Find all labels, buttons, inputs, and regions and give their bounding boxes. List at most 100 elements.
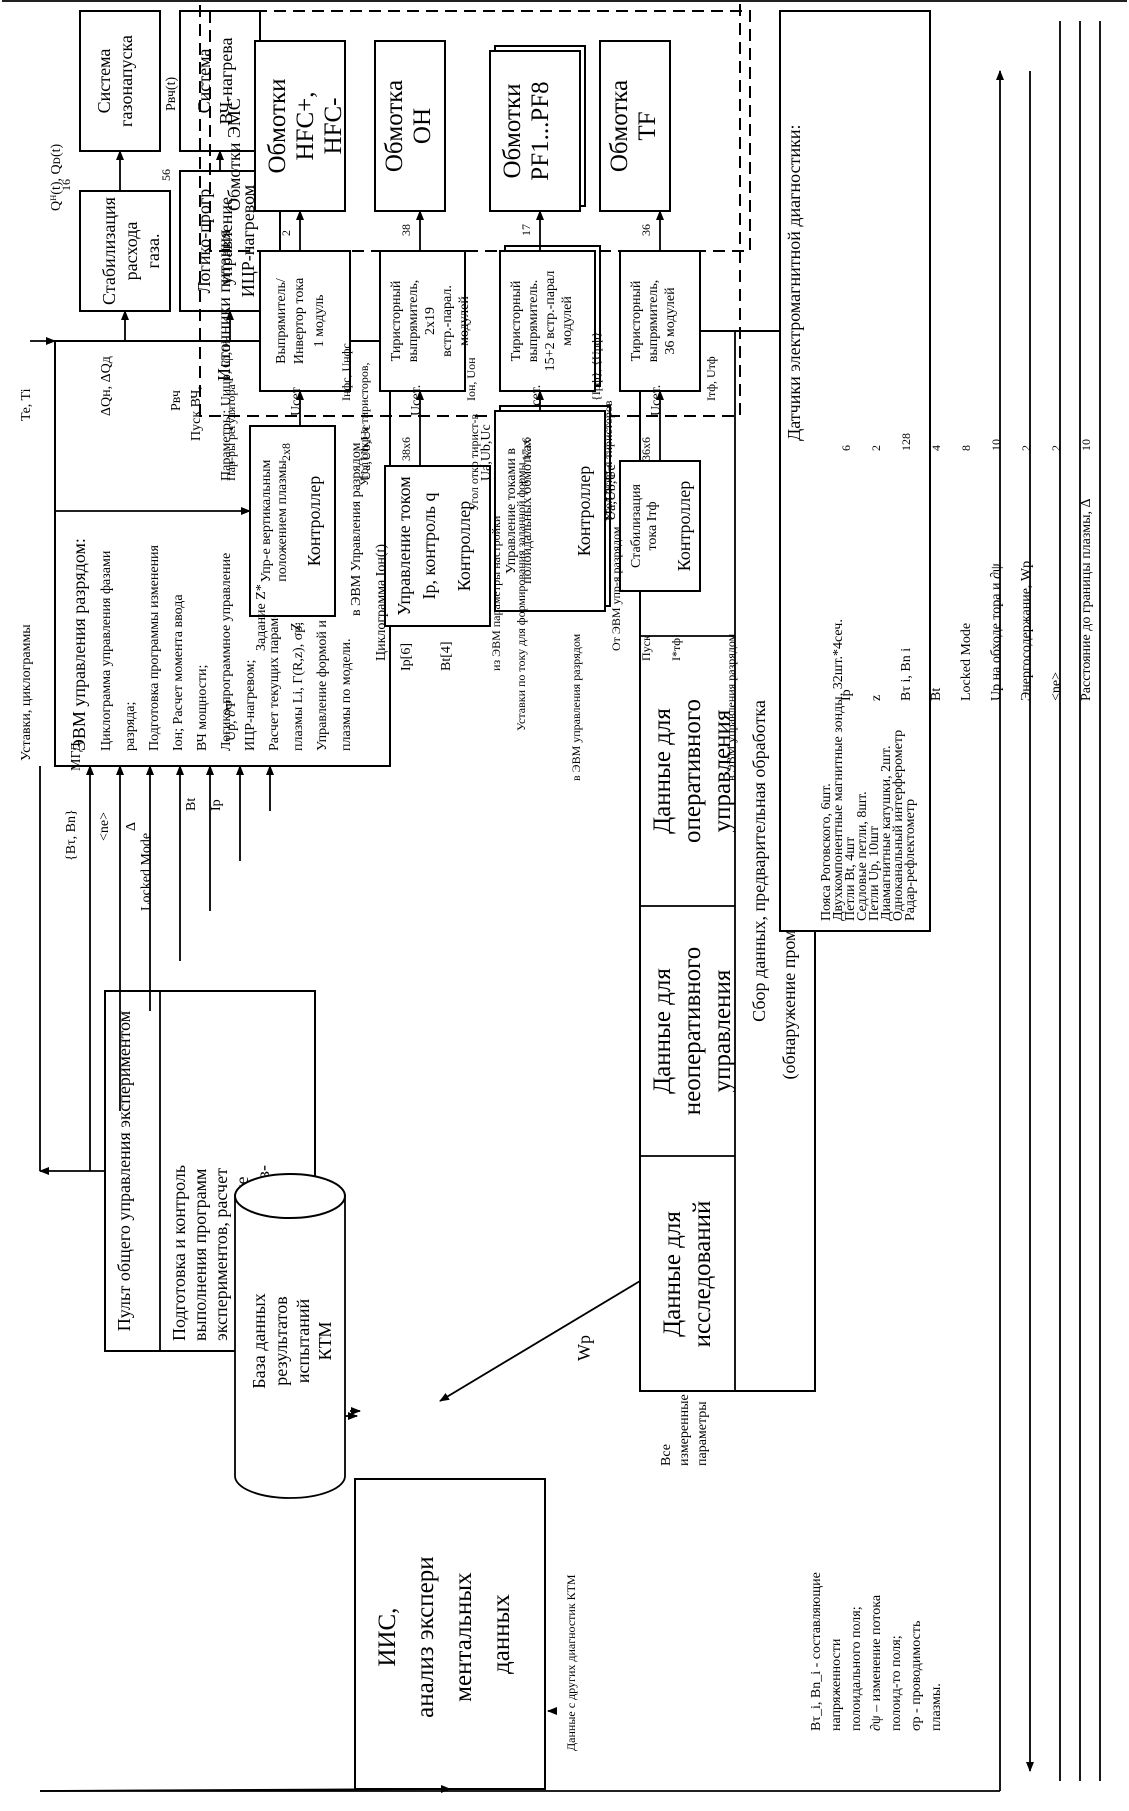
fb-bt: Bt — [184, 798, 199, 811]
bus-56: 56 — [159, 169, 173, 181]
sensor-item: Седловые петли, 8шт. — [855, 791, 870, 921]
svg-text:Iтф, Uтф: Iтф, Uтф — [704, 356, 718, 401]
tf-coil-label: ОбмоткаTF — [606, 80, 661, 172]
fb-locked: Locked Mode — [139, 833, 154, 911]
rect-to-coil-arrows — [296, 210, 664, 251]
pvch-label: Pвч — [169, 390, 184, 411]
sensor-signal-label: <ne> — [1049, 672, 1064, 701]
sensor-item: Радар-рефлектометр — [903, 799, 918, 921]
sensors-block: Датчики электромагнитной диагностики: По… — [779, 10, 931, 932]
power-sources-label: Источники питания — [214, 230, 234, 381]
ctrl-labels: Пар-ры регулятора 2x8 38x6 17x6 36x6 Уго… — [224, 363, 738, 782]
controllers: Упр-е вертикальнымположением плазмы Конт… — [249, 405, 701, 627]
sensor-signal-count: 10 — [1079, 439, 1093, 451]
sensor-signal-count: 6 — [839, 445, 853, 451]
svg-text:Пар-ры регулятора: Пар-ры регулятора — [224, 384, 238, 481]
sensor-signal-label: Bτ i, Bn i — [899, 648, 914, 701]
svg-text:Ua,Ub,Uc: Ua,Ub,Uc — [604, 464, 619, 521]
ctrl-to-rect — [55, 390, 664, 515]
svg-text:38x6: 38x6 — [399, 437, 413, 461]
fb-up: Up, ∂Ψ — [224, 699, 239, 741]
sensor-item: Пояса Роговского, 6шт. — [819, 783, 834, 921]
sensor-signal-label: Locked Mode — [959, 623, 974, 701]
svg-text:Ua,Ub,Uc: Ua,Ub,Uc — [479, 424, 494, 481]
oh-coil-label: ОбмоткаОН — [381, 80, 436, 172]
sensor-signal-count: 10 — [989, 439, 1003, 451]
current-ctrl-label2: Ip, контроль q — [419, 493, 439, 600]
start-vch-label: Пуск ВЧ, — [189, 386, 204, 441]
evm-title: ЭВМ управления разрядом: — [69, 538, 89, 751]
pf-coil-label: ОбмоткиPF1...PF8 — [499, 81, 554, 180]
svg-text:Z: Z — [289, 622, 304, 631]
sensor-item: Петли Up, 10шт — [867, 826, 882, 921]
vert-ctrl-label: Упр-е вертикальнымположением плазмы — [259, 459, 290, 582]
feedback-lines — [86, 765, 274, 1171]
svg-text:из ЭВМ параметры настройки: из ЭВМ параметры настройки — [489, 515, 503, 671]
sensor-signal-label: z — [869, 695, 884, 701]
sensor-signal-label: Ip — [839, 689, 854, 701]
svg-text:{Iрф}, {Uрф}: {Iрф}, {Uрф} — [589, 332, 603, 401]
svg-text:17x6: 17x6 — [519, 437, 533, 461]
sensor-item: Петли Bt, 4шт — [843, 837, 858, 921]
svg-text:17: 17 — [519, 224, 533, 236]
other-diag-label: Данные с других диагностик КТМ — [564, 1574, 578, 1751]
sensor-signal-count: 2 — [869, 445, 883, 451]
svg-text:Uсет.: Uсет. — [649, 385, 664, 416]
svg-text:Uсет.: Uсет. — [409, 385, 424, 416]
iis-block: ИИС, анализ экспери ментальных данных — [354, 1478, 546, 1790]
svg-text:в ЭВМ управления разрядом: в ЭВМ управления разрядом — [569, 633, 583, 781]
sensor-signal-count: 128 — [899, 433, 913, 451]
svg-text:От ЭВМ упр-я разрядом: От ЭВМ упр-я разрядом — [609, 526, 623, 651]
hfc-coil-label: ОбмоткиHFC+,HFC- — [264, 79, 347, 174]
coils: ОбмоткиHFC+,HFC- ОбмоткаОН ОбмоткиPF1...… — [254, 40, 671, 212]
svg-text:Пуск: Пуск — [639, 635, 653, 661]
sensor-item: Одноканальный интерферометр — [891, 730, 906, 921]
sensors-title: Датчики электромагнитной диагностики: — [784, 124, 804, 441]
sensor-signal-label: Up на обходе тора и ∂ψ — [989, 563, 1004, 701]
svg-text:Угол откр-я тиристоров,: Угол откр-я тиристоров, — [357, 363, 371, 487]
collect-line1: Сбор данных, предварительная обработка — [749, 700, 769, 1022]
params-ich-label: Параметры: Uицр, iφ,tи — [219, 340, 234, 481]
dq-label: ΔQн, ΔQд — [99, 356, 114, 416]
ems-frame — [209, 10, 751, 252]
sensor-signal-count: 2 — [1019, 445, 1033, 451]
current-ctrl-label: Управление током — [394, 476, 414, 615]
svg-text:Циклограмма Iон(t): Циклограмма Iон(t) — [374, 544, 389, 661]
sensor-item: Двухкомпонентные магнитные зонды, 32шт.*… — [831, 619, 846, 921]
svg-text:38: 38 — [399, 224, 413, 236]
wp-label: Wp — [574, 1335, 594, 1361]
svg-text:в ЭВМ Управления разрядом: в ЭВМ Управления разрядом — [349, 442, 364, 616]
qflow-label: Qᴴ(t), Qᴅ(t) — [49, 144, 64, 211]
fb-bt-bn: {Bτ, Bn} — [64, 809, 79, 861]
svg-text:36: 36 — [639, 224, 653, 236]
fb-mgd: МГД — [69, 742, 84, 771]
phf-label: Pвч(t) — [164, 77, 179, 111]
svg-text:2x8: 2x8 — [279, 443, 293, 461]
setpoints-label: Уставки, циклограммы — [19, 624, 34, 761]
iis-label: ИИС, анализ экспери ментальных данных — [374, 1550, 515, 1718]
svg-text:Bt[4]: Bt[4] — [439, 641, 454, 671]
ems-label: Обмотки ЭМС — [224, 98, 244, 211]
vert-controller: Контроллер — [304, 476, 324, 567]
svg-text:Ip[6]: Ip[6] — [399, 643, 414, 671]
sensor-signal-count: 4 — [929, 445, 943, 451]
te-ti-label: Te, Ti — [19, 388, 34, 421]
svg-text:I*тф: I*тф — [669, 638, 683, 661]
power-sources-frame — [199, 0, 741, 417]
